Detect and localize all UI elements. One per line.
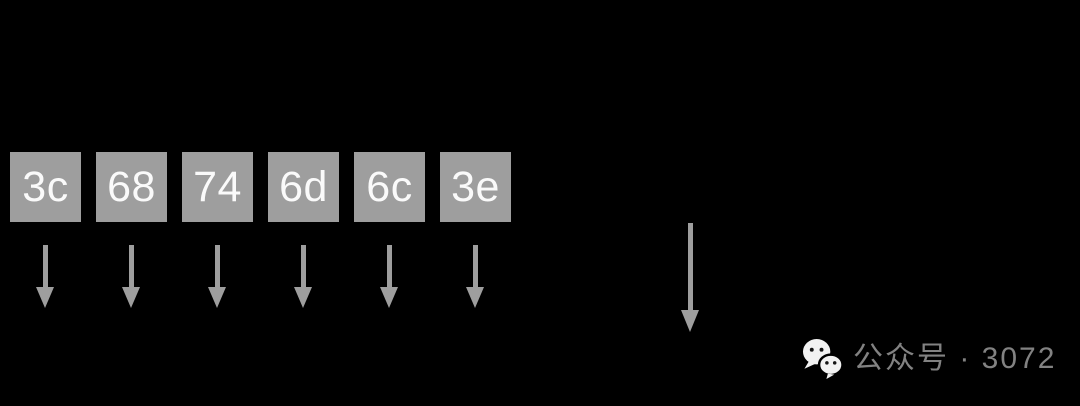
down-arrow-icon — [294, 245, 312, 308]
arrow-shaft — [42, 245, 48, 288]
arrow-head — [294, 287, 312, 308]
down-arrow-icon — [36, 245, 54, 308]
arrow-shaft — [300, 245, 306, 288]
arrow-shaft — [687, 223, 693, 311]
down-arrow-icon — [122, 245, 140, 308]
arrow-head — [380, 287, 398, 308]
byte-box: 74 — [182, 152, 253, 222]
arrow-head — [36, 287, 54, 308]
arrow-shaft — [472, 245, 478, 288]
arrow-shaft — [386, 245, 392, 288]
arrow-head — [208, 287, 226, 308]
byte-box: 3e — [440, 152, 511, 222]
watermark-label: 公众号 · 3072 — [853, 341, 1057, 375]
down-arrow-icon — [380, 245, 398, 308]
arrow-head — [466, 287, 484, 308]
arrow-shaft — [128, 245, 134, 288]
arrow-shaft — [214, 245, 220, 288]
byte-box: 68 — [96, 152, 167, 222]
down-arrow-icon — [466, 245, 484, 308]
byte-box: 6d — [268, 152, 339, 222]
long-down-arrow-icon — [681, 223, 699, 332]
byte-box: 6c — [354, 152, 425, 222]
wechat-icon — [802, 338, 844, 379]
arrow-head — [122, 287, 140, 308]
down-arrow-icon — [208, 245, 226, 308]
byte-box: 3c — [10, 152, 81, 222]
arrow-head — [681, 310, 699, 332]
wechat-watermark: 公众号 · 3072 — [801, 337, 1056, 380]
